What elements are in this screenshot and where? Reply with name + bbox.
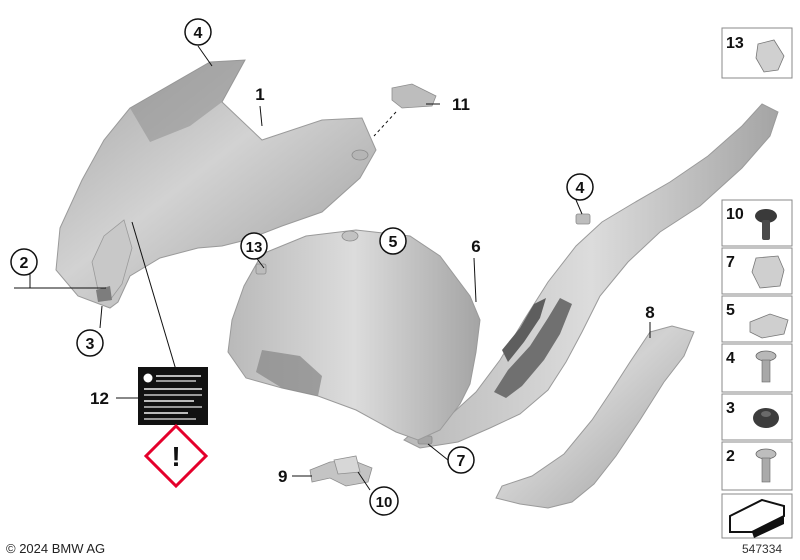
expansion-rivet-icon xyxy=(755,209,777,223)
svg-text:3: 3 xyxy=(86,336,95,353)
collar-screw-icon xyxy=(755,448,777,460)
svg-text:5: 5 xyxy=(726,302,735,319)
warning-symbol: ! xyxy=(171,441,180,472)
svg-text:4: 4 xyxy=(726,350,735,367)
svg-text:1: 1 xyxy=(255,85,264,104)
clip-nut-icon xyxy=(755,39,785,73)
legend-box-arrow xyxy=(721,493,793,539)
svg-text:6: 6 xyxy=(471,237,480,256)
callout-4-right: 4 xyxy=(566,173,594,201)
svg-text:2: 2 xyxy=(726,448,735,465)
svg-text:8: 8 xyxy=(645,303,654,322)
callout-2: 2 xyxy=(10,248,38,276)
svg-text:7: 7 xyxy=(726,254,735,271)
rubber-grommet-icon xyxy=(753,408,779,428)
svg-text:4: 4 xyxy=(194,25,203,42)
spring-clip-icon xyxy=(751,255,785,289)
callout-8: 8 xyxy=(645,303,654,322)
legend-box-3: 3 xyxy=(721,393,793,441)
callout-10: 10 xyxy=(369,486,399,516)
legend-box-5: 5 xyxy=(721,295,793,343)
callout-6: 6 xyxy=(471,237,480,256)
svg-text:5: 5 xyxy=(389,234,398,251)
svg-text:10: 10 xyxy=(376,494,393,511)
legend-box-10: 10 xyxy=(721,199,793,247)
screw-icon xyxy=(755,350,777,362)
document-number: 547334 xyxy=(742,542,783,556)
callout-7: 7 xyxy=(447,446,475,474)
legend-box-13: 13 xyxy=(721,27,793,79)
pad-part xyxy=(391,83,437,109)
warning-sign: ! xyxy=(143,423,209,489)
bracket-part xyxy=(309,455,373,487)
svg-text:13: 13 xyxy=(246,239,263,256)
svg-text:3: 3 xyxy=(726,400,735,417)
callout-1: 1 xyxy=(255,85,264,104)
tank-cover-inner xyxy=(227,229,481,441)
callout-3: 3 xyxy=(76,329,104,357)
legend-box-7: 7 xyxy=(721,247,793,295)
callout-13-diagram: 13 xyxy=(240,232,268,260)
svg-text:9: 9 xyxy=(278,467,287,486)
callout-5: 5 xyxy=(379,227,407,255)
lower-trim-panel xyxy=(495,325,695,509)
svg-text:12: 12 xyxy=(90,389,109,408)
legend-box-4: 4 xyxy=(721,343,793,393)
callout-9: 9 xyxy=(278,467,287,486)
callout-12: 12 xyxy=(90,389,109,408)
svg-text:7: 7 xyxy=(457,453,466,470)
svg-text:2: 2 xyxy=(20,255,29,272)
speed-nut-icon xyxy=(749,313,789,339)
svg-text:4: 4 xyxy=(576,180,585,197)
legend-box-2: 2 xyxy=(721,441,793,491)
svg-text:11: 11 xyxy=(452,95,470,114)
info-label-sticker xyxy=(138,367,208,425)
svg-text:10: 10 xyxy=(726,206,744,223)
tank-side-panel xyxy=(403,103,779,449)
copyright-notice: © 2024 BMW AG xyxy=(6,541,106,556)
leader-lines xyxy=(14,45,651,491)
side-cover-front xyxy=(55,59,377,309)
callout-11: 11 xyxy=(452,95,470,114)
svg-text:13: 13 xyxy=(726,35,744,52)
callout-4-top: 4 xyxy=(184,18,212,46)
